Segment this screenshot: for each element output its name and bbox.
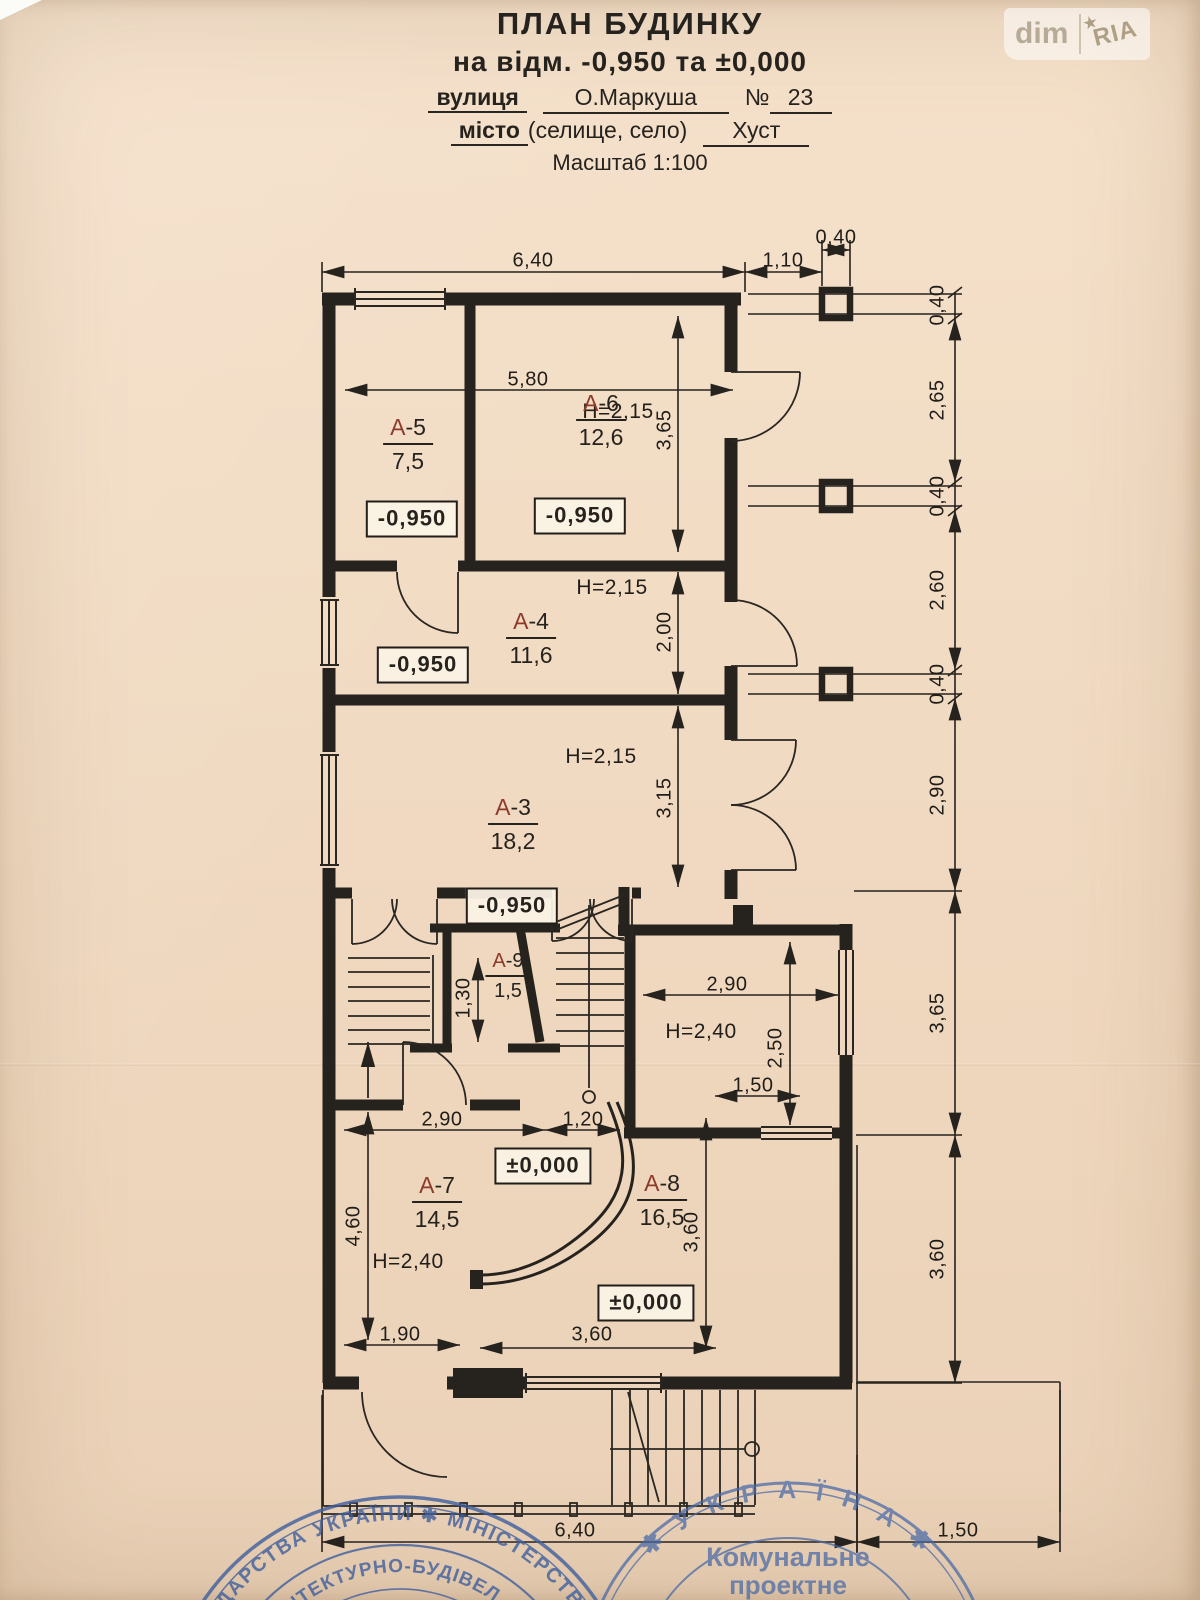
- dim-right-040a: 0,40: [926, 284, 949, 326]
- city-line: місто(селище, село) Хуст: [300, 117, 960, 147]
- elevation-a7: ±0,000: [494, 1147, 592, 1185]
- wall-pier: [453, 1368, 523, 1398]
- height-a4: H=2,15: [576, 576, 648, 599]
- city-value: Хуст: [703, 117, 810, 147]
- dim-a7-290: 2,90: [421, 1108, 463, 1131]
- dim-a6-365: 3,65: [653, 409, 676, 451]
- stair-interior: [555, 894, 625, 1104]
- scale-label: Масштаб 1:100: [552, 150, 708, 175]
- windows: [320, 288, 854, 1393]
- dim-right-040b: 0,40: [926, 475, 949, 517]
- dim-top-640: 6,40: [512, 249, 554, 272]
- room-label-a3: А-3 18,2: [488, 794, 538, 855]
- room-label-a6: А-6 12,6: [576, 390, 626, 451]
- stamp-right-line2: проектне: [729, 1570, 847, 1600]
- paper-crease: [0, 1063, 1200, 1066]
- room-label-a7: А-7 14,5: [412, 1172, 462, 1233]
- height-a3: H=2,15: [565, 745, 637, 768]
- dimension-lines: [321, 240, 1061, 1552]
- dim-bot-190: 1,90: [379, 1323, 421, 1346]
- veranda-pillars: [748, 286, 962, 702]
- dim-a3-315: 3,15: [653, 777, 676, 819]
- dim-hall-150: 1,50: [732, 1074, 774, 1097]
- number-label: №: [744, 84, 770, 110]
- dim-bottom-150: 1,50: [937, 1519, 979, 1542]
- dim-bot-360: 3,60: [571, 1323, 613, 1346]
- street-value: О.Маркуша: [542, 84, 729, 114]
- stamp-right-line1: Комунальне: [706, 1542, 870, 1572]
- room-label-a4: А-4 11,6: [506, 608, 556, 669]
- dim-hall-290: 2,90: [706, 973, 748, 996]
- dim-top-040: 0,40: [815, 226, 857, 249]
- dim-right-365: 3,65: [926, 992, 949, 1034]
- stair-terrace: [610, 1390, 760, 1505]
- elevation-a3: -0,950: [465, 887, 559, 925]
- stair-entry-left: [348, 955, 434, 1098]
- elevation-a8: ±0,000: [597, 1284, 695, 1322]
- street-label: вулиця: [428, 84, 527, 113]
- stamp-right-line3: підприємство: [699, 1598, 878, 1600]
- svg-text:ОСПОДАРСТВА УКРАЇНИ ✱ МІНІС: ОСПОДАРСТВА УКРАЇНИ ✱ МІНІСТЕРСТВ: [159, 1472, 590, 1600]
- room-label-a5: А-5 7,5: [383, 414, 433, 475]
- city-label: місто: [450, 117, 528, 146]
- page-subtitle: на відм. -0,950 та ±0,000: [453, 46, 807, 77]
- number-value: 23: [769, 84, 832, 114]
- dim-right-290: 2,90: [926, 774, 949, 816]
- walls-inner: [323, 305, 852, 1139]
- dim-a9-130: 1,30: [452, 977, 475, 1019]
- elevation-a5: -0,950: [365, 500, 459, 538]
- elevation-a6: -0,950: [533, 497, 627, 535]
- dim-right-260: 2,60: [926, 569, 949, 611]
- stamp-right: ✱ У К Р А Ї Н А ✱ Комунальне проектне пі…: [601, 1476, 975, 1600]
- dim-a7-120: 1,20: [562, 1108, 604, 1131]
- scan-corner: [0, 0, 42, 20]
- elevation-a4: -0,950: [376, 646, 470, 684]
- dim-right-360: 3,60: [926, 1238, 949, 1280]
- dim-right-265: 2,65: [926, 379, 949, 421]
- curved-wall: [470, 1101, 635, 1289]
- dim-top-110: 1,10: [762, 249, 804, 272]
- dim-bottom-640: 6,40: [554, 1519, 596, 1542]
- wall-pilaster: [733, 905, 753, 930]
- height-a7: H=2,40: [372, 1250, 444, 1273]
- dim-inner-580: 5,80: [507, 368, 549, 391]
- dim-hall-250: 2,50: [764, 1027, 787, 1069]
- walls-outer: [322, 292, 853, 1390]
- page-title: ПЛАН БУДИНКУ: [496, 6, 764, 41]
- title-block: ПЛАН БУДИНКУ на відм. -0,950 та ±0,000 в…: [300, 6, 960, 176]
- height-hall: H=2,40: [665, 1020, 737, 1043]
- watermark-divider: [1079, 14, 1082, 54]
- dim-logo-text: dim: [1015, 17, 1069, 50]
- height-a6: H=2,15: [582, 400, 654, 423]
- dim-a7-460: 4,60: [342, 1205, 365, 1247]
- room-label-a9: А-9 1,5: [485, 950, 531, 1003]
- stamp-left-outer-arc: ОСПОДАРСТВА УКРАЇНИ ✱ МІНІСТЕРСТВ: [159, 1472, 590, 1600]
- dim-right-040c: 0,40: [926, 663, 949, 705]
- room-label-a8: А-8 16,5: [637, 1170, 687, 1231]
- dim-ria-watermark: dim ★ RIA: [1004, 8, 1150, 60]
- terrace-right-edge: [856, 1145, 1061, 1553]
- city-note: (селище, село): [527, 117, 688, 143]
- dim-a4-200: 2,00: [653, 611, 676, 653]
